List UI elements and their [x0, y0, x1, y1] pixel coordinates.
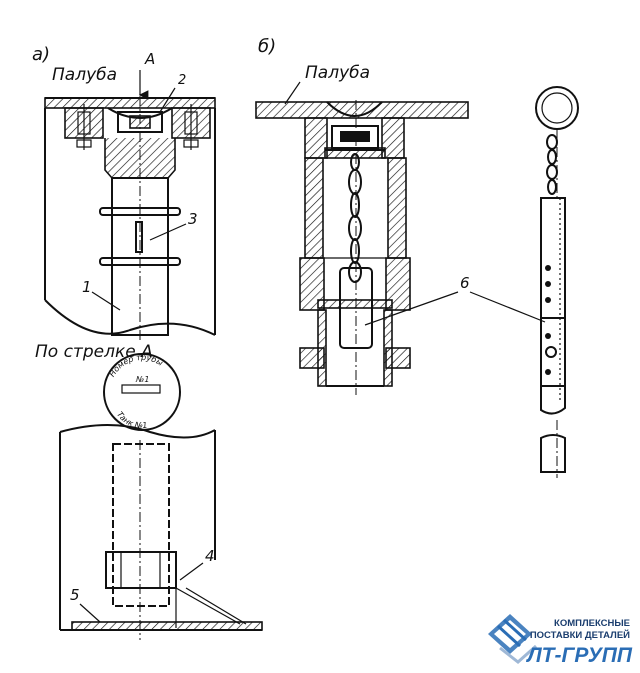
number-1: 1	[82, 278, 92, 296]
strut-4	[175, 587, 241, 625]
rod-chain-icon	[546, 134, 558, 195]
cap-curve-b	[326, 101, 383, 117]
number-2: 2	[178, 73, 186, 88]
logo-line-2: ПОСТАВКИ ДЕТАЛЕЙ	[530, 629, 630, 641]
figure-a: а) Палуба А 2	[32, 44, 216, 340]
bolt-right-icon	[183, 104, 199, 150]
sleeve-bottom	[105, 551, 177, 589]
sounding-rod	[535, 86, 579, 478]
logo-brand: ЛТ-ГРУПП	[525, 644, 633, 667]
sleeve-right-b	[385, 257, 411, 311]
chain-icon	[348, 153, 362, 283]
bottom-plate-5	[71, 621, 263, 631]
break-line-a	[44, 299, 216, 336]
slot-3	[135, 221, 143, 253]
view-a: По стрелке А Номер трубы №1 Танк №1	[35, 342, 181, 431]
figure-b-label: б)	[258, 36, 276, 57]
deck-plate-a	[44, 97, 216, 109]
number-6: 6	[460, 274, 470, 292]
break-line-bottom	[59, 424, 216, 439]
pipe-1	[111, 177, 169, 336]
deck-label-a: Палуба	[52, 65, 117, 85]
logo-emblem-icon	[488, 614, 537, 664]
deck-label-b: Палуба	[305, 63, 370, 83]
deck-plate-b	[255, 101, 469, 119]
number-5: 5	[70, 586, 80, 604]
logo-line-1: КОМПЛЕКСНЫЕ	[554, 618, 630, 629]
bolt-left-icon	[76, 104, 92, 150]
pipe-wall-left-b	[304, 157, 324, 259]
rod-segment-lower	[540, 434, 566, 473]
number-3: 3	[188, 210, 198, 228]
figure-bottom: 4 5	[59, 424, 263, 640]
arrow-a-label: А	[144, 50, 155, 68]
company-logo: КОМПЛЕКСНЫЕ ПОСТАВКИ ДЕТАЛЕЙ ЛТ-ГРУПП	[488, 614, 633, 667]
pipe-wall-right-b	[387, 157, 407, 259]
figure-b: б) Палуба	[255, 36, 546, 395]
view-a-label: По стрелке А	[35, 342, 153, 362]
nameplate-text-mid: №1	[135, 375, 149, 384]
pipe-bottom	[112, 443, 170, 607]
rod-segment-middle	[540, 317, 566, 387]
figure-a-label: а)	[32, 44, 50, 65]
number-4: 4	[205, 547, 215, 565]
rod-segment-upper	[540, 197, 566, 319]
